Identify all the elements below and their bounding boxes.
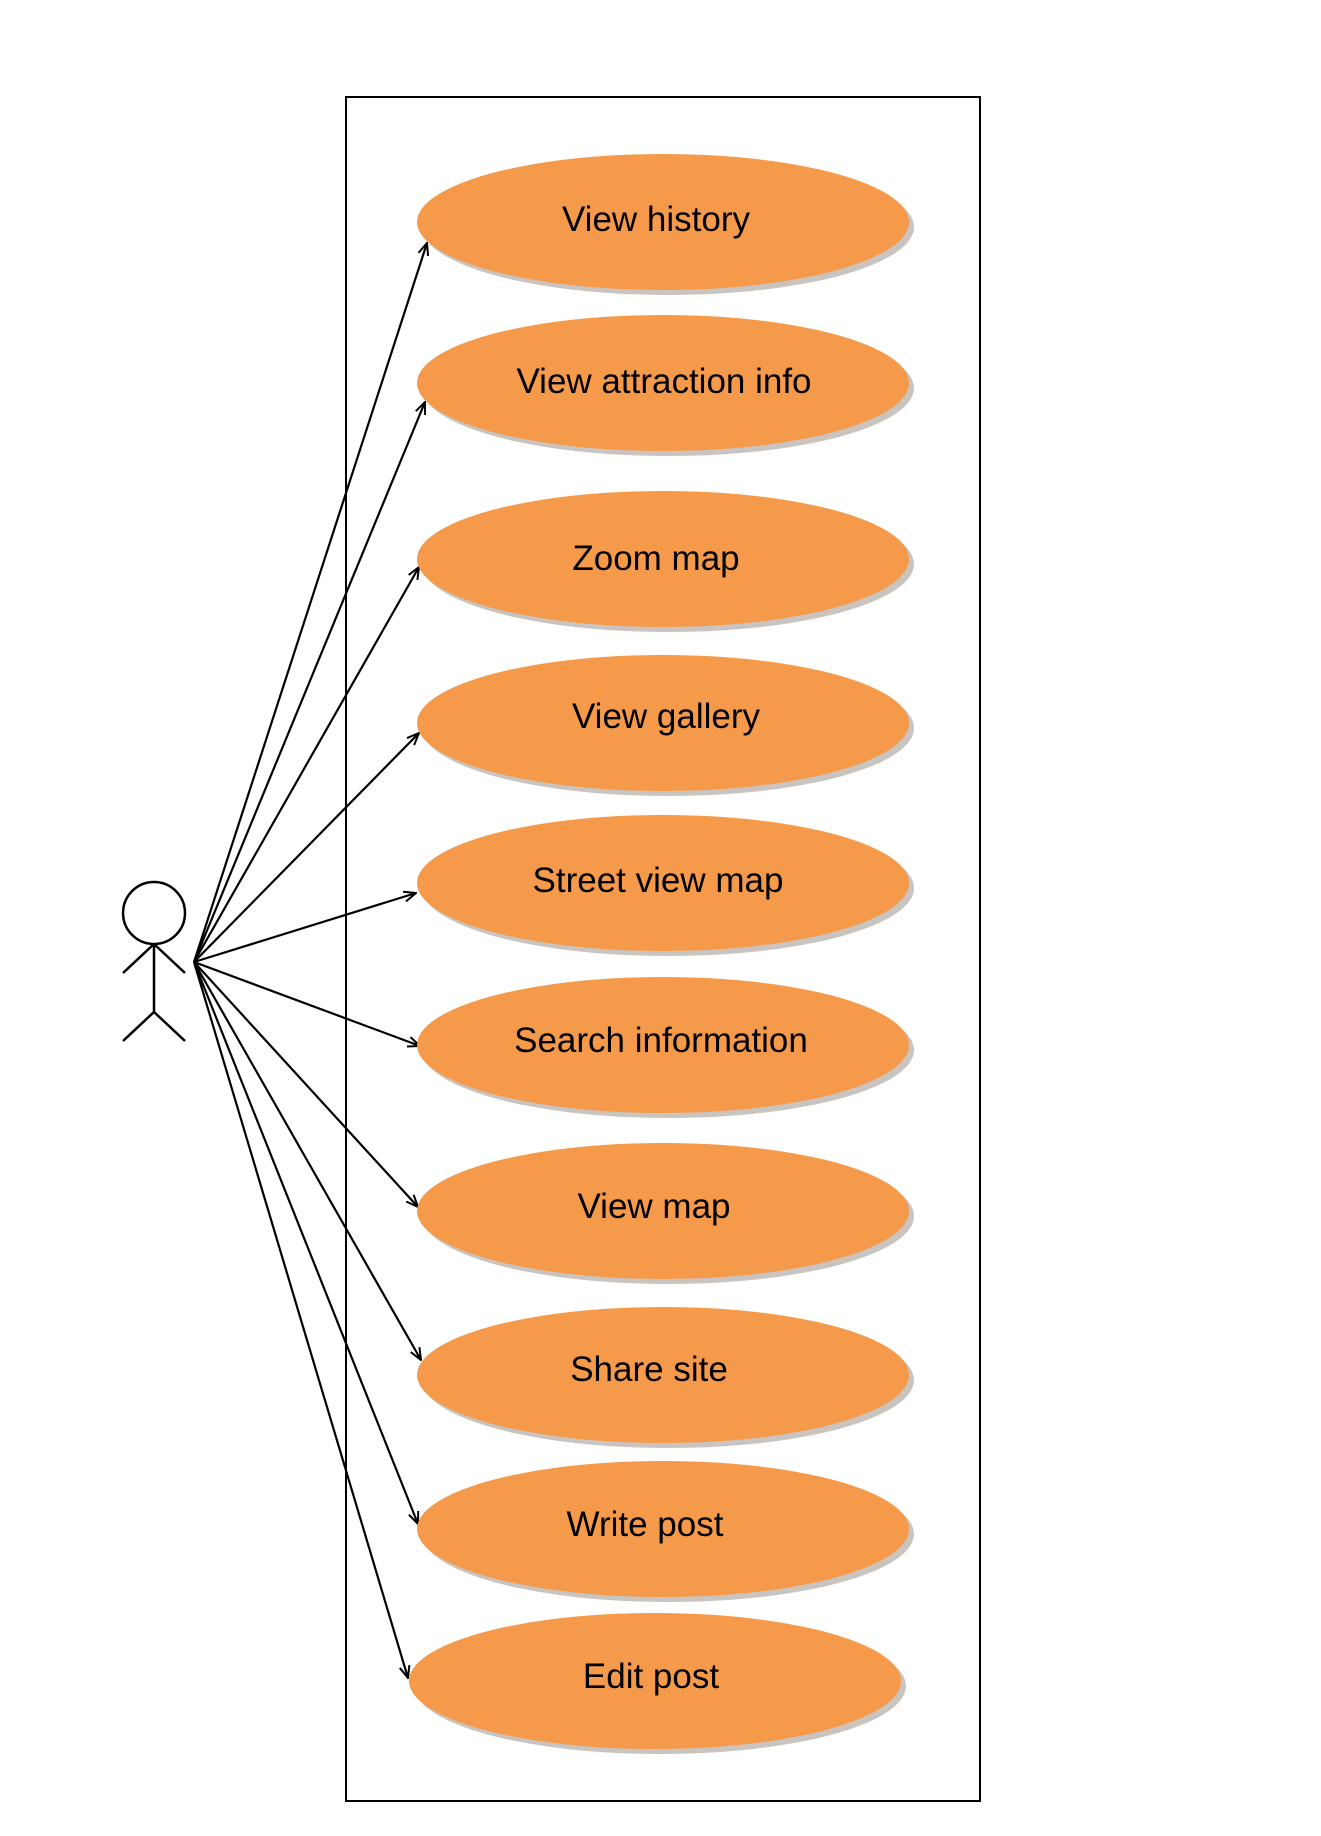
use-case-label: Share site xyxy=(570,1350,728,1389)
association-arrow-view-history xyxy=(192,243,427,963)
use-case-zoom-map[interactable]: Zoom map xyxy=(417,491,914,632)
use-case-search-information[interactable]: Search information xyxy=(417,977,914,1118)
association-lines xyxy=(192,243,427,1678)
use-case-street-view-map[interactable]: Street view map xyxy=(417,815,914,956)
actor-head xyxy=(121,880,187,946)
association-arrow-view-attraction-info xyxy=(192,402,425,963)
use-case-label: View gallery xyxy=(572,697,761,736)
association-arrow-zoom-map xyxy=(193,567,419,963)
use-case-label: Zoom map xyxy=(572,539,739,578)
association-arrow-edit-post xyxy=(192,961,408,1678)
use-case-ellipse xyxy=(417,1143,909,1279)
use-case-label: View attraction info xyxy=(516,362,811,401)
use-case-ellipse xyxy=(417,315,909,451)
use-case-label: View history xyxy=(562,200,751,239)
actor-icon xyxy=(121,880,187,1042)
association-arrow-search-information xyxy=(193,960,420,1046)
use-case-view-gallery[interactable]: View gallery xyxy=(417,655,914,796)
use-case-ellipse xyxy=(417,977,909,1113)
use-case-label: Write post xyxy=(567,1505,724,1544)
use-case-label: Edit post xyxy=(583,1657,719,1696)
use-case-write-post[interactable]: Write post xyxy=(417,1461,914,1602)
association-arrow-write-post xyxy=(192,961,418,1524)
use-case-label: View map xyxy=(577,1187,730,1226)
actor-arm-left xyxy=(122,943,155,974)
use-case-view-history[interactable]: View history xyxy=(417,154,914,295)
use-case-list: View history View attraction info Zoom m… xyxy=(409,154,914,1754)
use-case-ellipse xyxy=(409,1613,901,1749)
actor-arm-right xyxy=(153,943,186,974)
association-arrow-view-map xyxy=(193,961,418,1207)
use-case-ellipse xyxy=(417,491,909,627)
association-arrow-view-gallery xyxy=(193,733,419,963)
system-boundary xyxy=(345,96,981,1802)
use-case-edit-post[interactable]: Edit post xyxy=(409,1613,906,1754)
use-case-label: Search information xyxy=(514,1021,808,1060)
use-case-ellipse xyxy=(417,655,909,791)
use-case-ellipse xyxy=(417,1307,909,1443)
use-case-share-site[interactable]: Share site xyxy=(417,1307,914,1448)
actor-leg-right xyxy=(153,1011,186,1042)
association-arrow-share-site xyxy=(193,961,421,1360)
use-case-ellipse xyxy=(417,1461,909,1597)
use-case-ellipse xyxy=(417,154,909,290)
actor-leg-left xyxy=(122,1011,155,1042)
use-case-ellipse xyxy=(417,815,909,951)
use-case-label: Street view map xyxy=(533,861,784,900)
use-case-view-attraction-info[interactable]: View attraction info xyxy=(417,315,914,456)
use-case-view-map[interactable]: View map xyxy=(417,1143,914,1284)
association-arrow-street-view-map xyxy=(193,893,416,964)
